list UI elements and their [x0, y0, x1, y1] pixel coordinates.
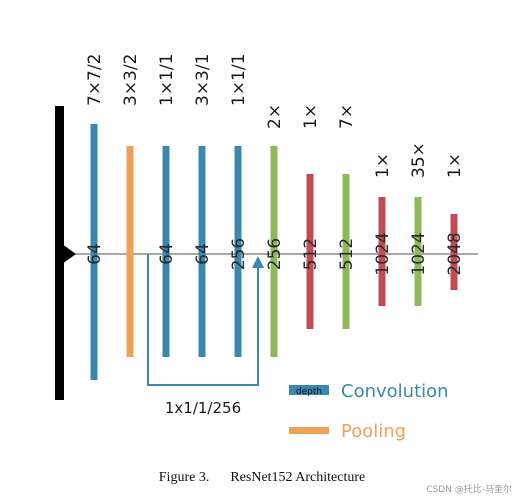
figure-caption: Figure 3. ResNet152 Architecture	[0, 470, 524, 486]
layer-top-label-7: 1×	[301, 104, 321, 129]
legend-depth-badge: depth	[296, 387, 322, 397]
skip-connection-path	[147, 254, 259, 386]
layer-bar-11	[450, 214, 458, 290]
layer-bar-2	[126, 146, 134, 357]
layer-depth-label-11: 2048	[445, 232, 465, 275]
layer-top-label-10: 35×	[409, 142, 429, 178]
layer-top-label-2: 3×3/2	[121, 54, 141, 106]
layer-top-label-5: 1×1/1	[229, 54, 249, 106]
layer-depth-label-6: 256	[265, 238, 285, 270]
layer-depth-label-7: 512	[301, 238, 321, 270]
layer-top-label-11: 1×	[445, 153, 465, 178]
layer-bar-8	[342, 174, 350, 329]
skip-arrow-icon	[252, 256, 264, 268]
layer-depth-label-8: 512	[337, 238, 357, 270]
resnet-diagram: 7×7/2 64 3×3/2 1×1/1 64 3×3/1 64 1×1/1 256 2× 256 1…	[55, 54, 478, 442]
skip-connection-label: 1x1/1/256	[165, 399, 241, 417]
layer-depth-label-5: 256	[229, 238, 249, 270]
layer-top-label-6: 2×	[265, 104, 285, 129]
layer-depth-label-1: 64	[85, 243, 105, 265]
layer-top-label-1: 7×7/2	[85, 54, 105, 106]
layer-bar-6	[270, 146, 278, 357]
layer-top-label-4: 3×3/1	[193, 54, 213, 106]
layer-depth-label-4: 64	[193, 243, 213, 265]
layer-bar-7	[306, 174, 314, 329]
layer-depth-label-3: 64	[157, 243, 177, 265]
layer-top-label-9: 1×	[373, 153, 393, 178]
caption-figure-number: Figure 3.	[158, 470, 210, 485]
legend-pooling-label: Pooling	[341, 421, 406, 442]
input-bar	[55, 106, 64, 400]
layer-bar-4	[198, 146, 206, 357]
layer-bar-3	[162, 146, 170, 357]
caption-title: ResNet152 Architecture	[230, 470, 366, 485]
layer-top-label-3: 1×1/1	[157, 54, 177, 106]
layer-depth-label-9: 1024	[373, 232, 393, 275]
layer-depth-label-10: 1024	[409, 232, 429, 275]
watermark: CSDN @托比-马奎尔	[426, 485, 512, 495]
layer-bar-1	[90, 124, 98, 380]
layer-bar-5	[234, 146, 242, 357]
layer-top-label-8: 7×	[337, 104, 357, 129]
legend-pooling-swatch	[289, 427, 329, 434]
layer-bar-9	[378, 197, 386, 306]
layer-bar-10	[414, 197, 422, 306]
legend-convolution-swatch	[289, 385, 329, 395]
input-arrow-icon	[62, 244, 76, 264]
legend-convolution-label: Convolution	[341, 381, 449, 402]
